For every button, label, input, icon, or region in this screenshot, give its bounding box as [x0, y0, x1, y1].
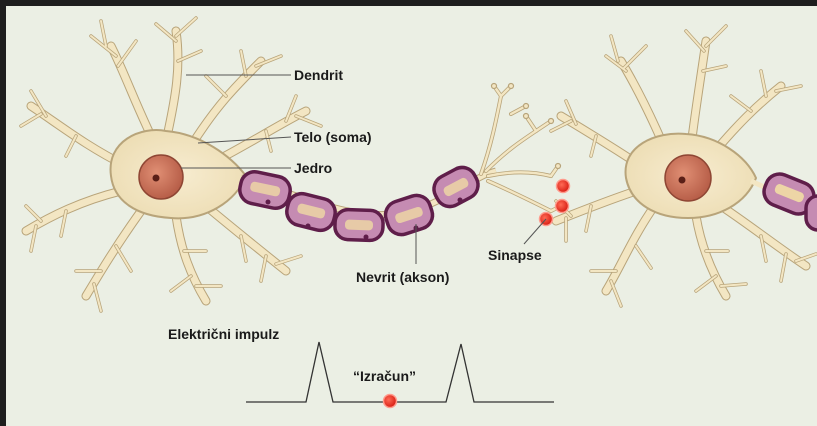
label-izracun: “Izračun” [353, 368, 416, 384]
left-nucleus [139, 155, 183, 199]
synapse-dot [556, 200, 569, 213]
computation-dot [384, 395, 397, 408]
label-dendrit: Dendrit [294, 67, 343, 83]
left-nucleolus [153, 175, 160, 182]
axon-terminal [481, 84, 561, 212]
label-impulz: Električni impulz [168, 326, 279, 342]
left-neuron [21, 18, 321, 311]
neuron-svg: Dendrit Telo (soma) Jedro Nevrit (akson)… [6, 6, 817, 426]
right-myelin [751, 170, 817, 230]
right-neuron [551, 26, 817, 306]
label-sinapse: Sinapse [488, 247, 542, 263]
right-nucleus [665, 155, 711, 201]
label-nevrit: Nevrit (akson) [356, 269, 449, 285]
synapse-dot [557, 180, 570, 193]
right-nucleolus [679, 177, 686, 184]
neuron-diagram: Dendrit Telo (soma) Jedro Nevrit (akson)… [6, 6, 817, 426]
label-jedro: Jedro [294, 160, 332, 176]
axon [237, 163, 496, 241]
label-telo: Telo (soma) [294, 129, 372, 145]
